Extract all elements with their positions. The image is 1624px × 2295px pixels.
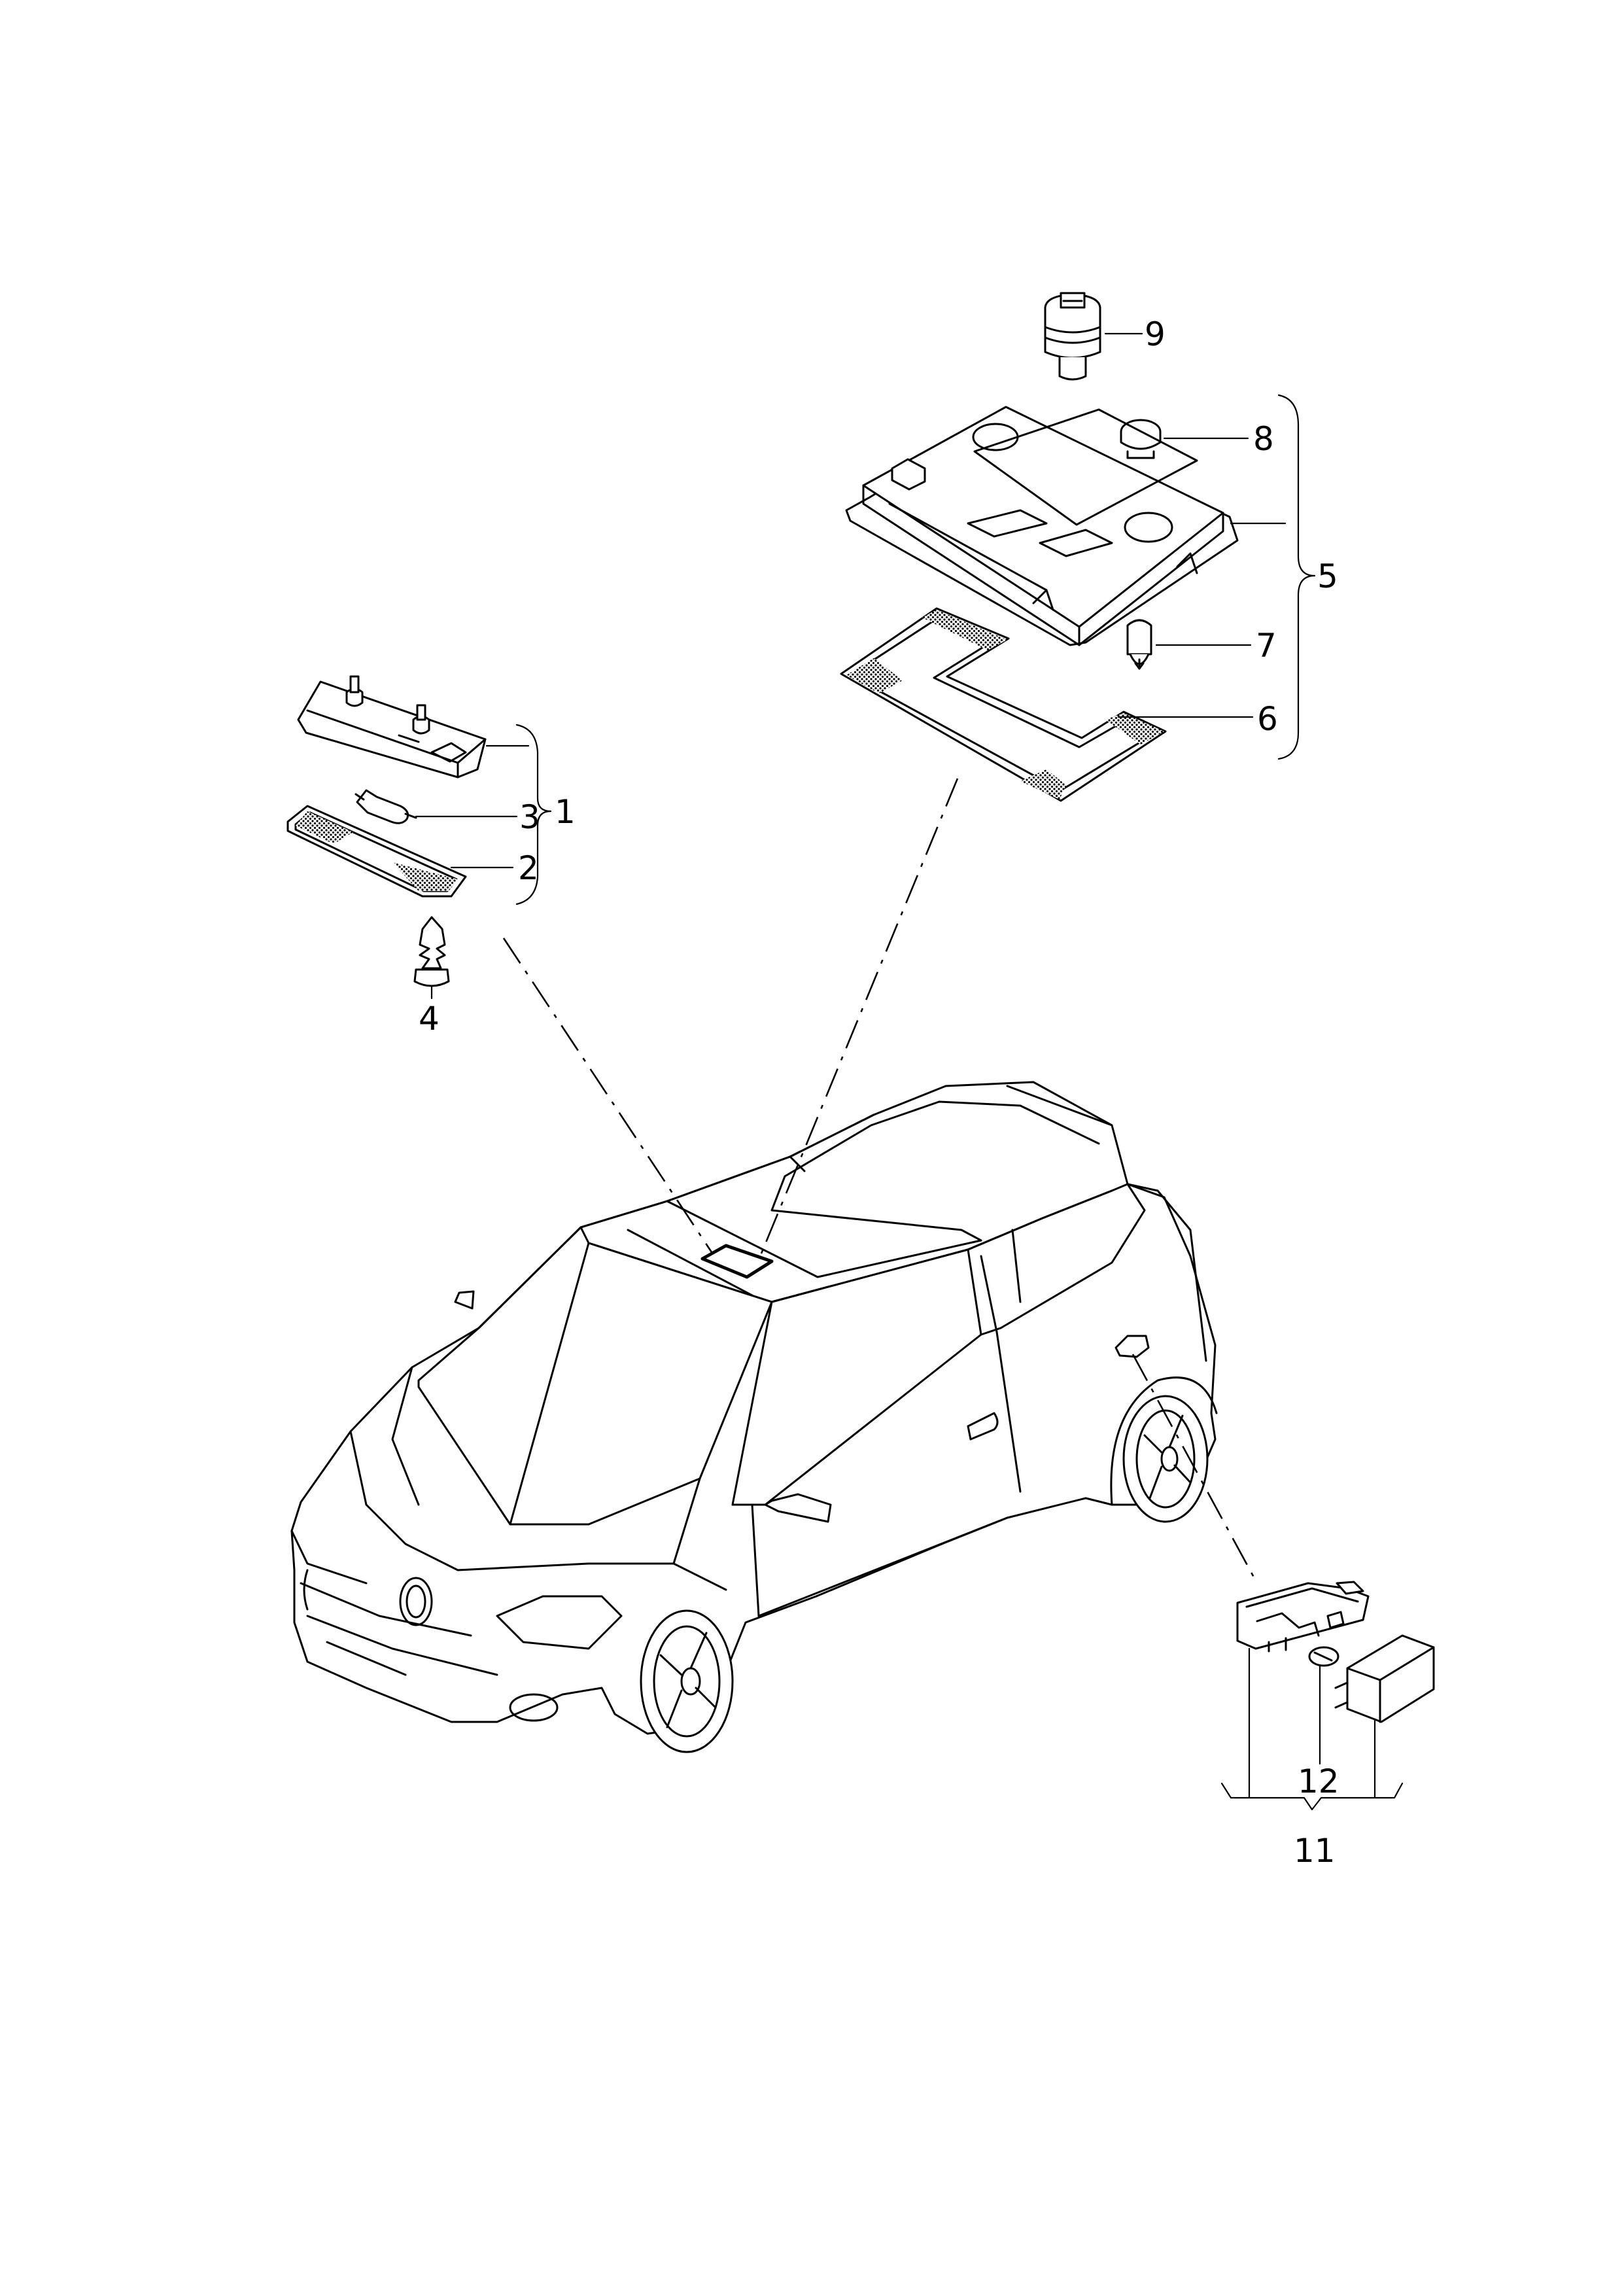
door-light-housing xyxy=(1334,1634,1435,1723)
wedge-bulb-icon xyxy=(1126,619,1152,670)
callout-11: 11 xyxy=(1294,1832,1336,1870)
projection-lines xyxy=(502,778,1258,1584)
callout-3: 3 xyxy=(519,798,540,836)
callout-6: 6 xyxy=(1257,700,1278,738)
callout-1: 1 xyxy=(555,793,576,831)
callout-8: 8 xyxy=(1253,420,1274,458)
callout-12: 12 xyxy=(1298,1762,1339,1800)
callout-leader-11 xyxy=(1220,1647,1404,1811)
sensor-icon xyxy=(1044,292,1101,381)
callout-leader-1 xyxy=(485,724,552,905)
callout-2: 2 xyxy=(518,849,539,887)
festoon-bulb-icon xyxy=(1308,1646,1339,1667)
callout-9: 9 xyxy=(1145,315,1166,353)
light-lens-icon xyxy=(286,805,467,898)
car-outline-icon xyxy=(290,1081,1218,1753)
callout-5: 5 xyxy=(1317,557,1338,595)
interior-light-unit-icon xyxy=(297,675,487,779)
callout-7: 7 xyxy=(1256,627,1277,665)
callout-4: 4 xyxy=(419,1000,440,1038)
callout-leader-5 xyxy=(1230,394,1316,760)
roof-console-icon xyxy=(845,406,1239,646)
festoon-bulb-icon xyxy=(354,789,417,824)
gasket-icon xyxy=(840,607,1167,802)
screw-icon xyxy=(413,916,450,987)
door-light-icon xyxy=(1236,1581,1370,1653)
